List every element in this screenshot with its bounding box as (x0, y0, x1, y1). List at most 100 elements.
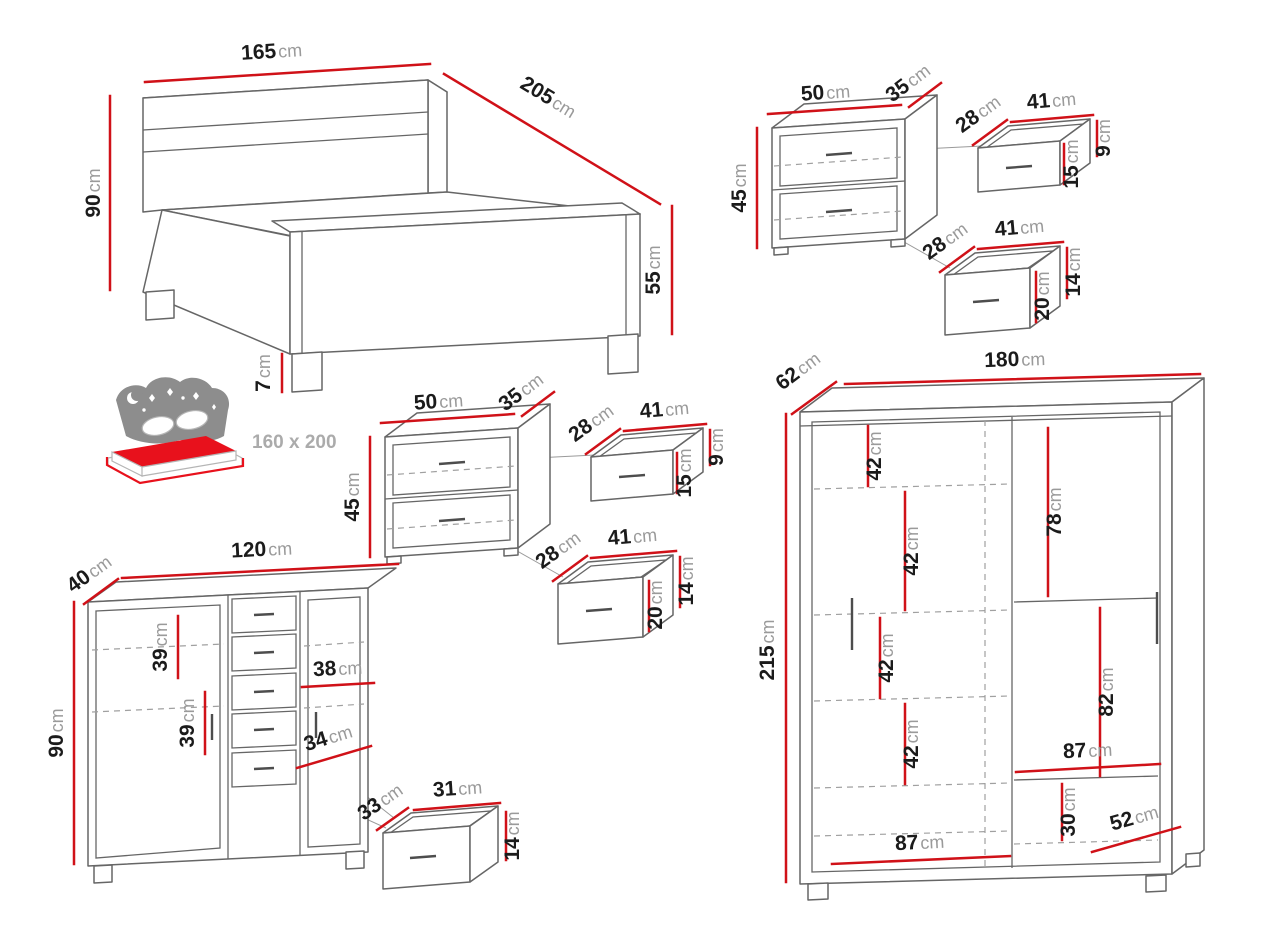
dim-unit: cm (1045, 487, 1065, 511)
drawer-side-face (1029, 245, 1061, 329)
chest-lower-gap-label: 39cm (176, 698, 199, 747)
dim-value: 120 (231, 538, 267, 563)
chest-depth-dim-line (82, 577, 120, 606)
dim-unit: cm (865, 431, 885, 455)
bed-length-dim-line (442, 72, 662, 206)
wardrobe-foot (1185, 852, 1201, 868)
bed-footboard-panel-lines (301, 215, 627, 353)
dim-unit: cm (1097, 667, 1117, 691)
dim-unit: cm (1051, 89, 1077, 111)
dim-value: 42 (900, 552, 923, 575)
chest-foot (93, 864, 113, 884)
nightstand-drawer-front-1 (779, 127, 898, 187)
wardrobe-dimensions: 62cm 180cm 215cm 42cm 78cm 42cm 42cm 82c… (756, 347, 1202, 884)
top-drawer-width-dim-line (1009, 113, 1095, 124)
pillow-icon (175, 409, 209, 431)
dim-unit: cm (338, 658, 363, 679)
wardrobe-foot (807, 882, 829, 901)
wardrobe-height-label: 215cm (756, 619, 779, 680)
nightstand-dimensions: 50cm 35cm 45cm (728, 60, 943, 250)
star-dot (142, 408, 146, 412)
bed-headboard-panel-lines (142, 111, 429, 153)
chest-upper-gap-label: 39cm (149, 622, 172, 671)
dim-unit: cm (902, 719, 922, 743)
bed-headboard-front-face (142, 79, 429, 213)
nightstand-front-face (771, 118, 906, 249)
wardrobe-gap4-label: 42cm (900, 719, 923, 768)
wardrobe-foot (1145, 874, 1167, 893)
nightstand-drawing (771, 94, 983, 269)
door-handle (210, 712, 318, 740)
chest-foot (345, 850, 365, 870)
bed-headboard-leg (145, 289, 175, 321)
nightstand-2 (339, 366, 730, 646)
chest-drawer-depth-dim-line (375, 806, 410, 832)
dim-unit: cm (826, 81, 851, 103)
nightstand-side-face (904, 94, 938, 240)
wardrobe-left-width-label: 87cm (894, 830, 944, 856)
top-drawer-depth-dim-line (971, 118, 1009, 147)
dim-unit: cm (1064, 247, 1084, 271)
dim-value: 215 (756, 645, 779, 680)
dim-value: 31 (432, 777, 457, 802)
bottom-drawer-depth-dim-line (938, 245, 976, 274)
dim-value: 41 (994, 216, 1020, 241)
wardrobe-right-bottom-shelf-dashed (1013, 839, 1159, 845)
dim-unit: cm (1088, 740, 1113, 761)
dim-value: 9 (1092, 145, 1115, 157)
dim-unit: cm (758, 619, 778, 643)
drawer-side-face (1059, 118, 1091, 186)
top-drawer-width-label: 41cm (1026, 87, 1077, 114)
bed-headboard-height-label: 90cm (82, 168, 105, 217)
chest-drawer-width-label: 31cm (432, 775, 483, 801)
bottom-drawer-width-dim-line (976, 240, 1065, 251)
dim-value: 45 (728, 189, 751, 213)
chest-opening-width-dim-line (300, 681, 376, 689)
dim-value: 42 (900, 745, 923, 768)
dim-unit: cm (84, 168, 104, 192)
wardrobe-lower-right-label: 82cm (1095, 667, 1118, 716)
chest-center-dividers (227, 591, 301, 859)
bed-width-dim-line (143, 62, 432, 84)
chest-drawer-front (231, 633, 297, 672)
chest-width-dim-line (120, 562, 400, 580)
bed-footboard-front-face (289, 213, 641, 355)
wardrobe-side-face (1171, 377, 1205, 875)
dim-unit: cm (278, 40, 303, 61)
dim-unit: cm (47, 708, 67, 732)
bed-drawing (142, 79, 641, 393)
dim-unit: cm (1094, 119, 1114, 143)
wardrobe-top-track-line (799, 415, 1173, 427)
star-dot (181, 396, 185, 400)
nightstand-depth-dim-line (907, 81, 943, 109)
dim-value: 165 (240, 40, 277, 65)
chest-drawer-front (231, 710, 297, 749)
wardrobe-gap1-label: 42cm (863, 431, 886, 480)
dim-unit: cm (877, 633, 897, 657)
moon-shadow (131, 389, 143, 401)
bottom-drawer-side-height-label: 14cm (1062, 247, 1085, 296)
bottom-drawer-front-height-label: 20cm (1031, 271, 1054, 320)
bed-left-rail-face (142, 209, 291, 355)
nightstand-foot (890, 238, 906, 248)
dim-value: 78 (1043, 513, 1066, 537)
dim-unit: cm (503, 811, 523, 835)
mattress-size-label: 160 x 200 (252, 432, 337, 453)
top-drawer-front-height-label: 15cm (1060, 139, 1083, 188)
wardrobe-depth-label: 62cm (771, 347, 824, 395)
dim-unit: cm (644, 245, 664, 269)
wardrobe-hanging-label: 78cm (1043, 487, 1066, 536)
bed-dimensions: 165cm 205cm 90cm 55cm 7cm (82, 40, 674, 394)
dim-value: 38 (312, 657, 337, 681)
wardrobe-left-width-dim-line (830, 854, 1012, 866)
drawer-handle (825, 208, 853, 214)
chest-drawer-front (231, 595, 297, 634)
bed-diagram: 165cm 205cm 90cm 55cm 7cm 160 x 200 (82, 40, 674, 485)
bottom-drawer-depth-label: 28cm (918, 217, 971, 265)
chest-height-label: 90cm (45, 708, 68, 757)
night-sky-icon (116, 377, 230, 444)
dim-unit: cm (1062, 139, 1082, 163)
wardrobe-gap3-label: 42cm (875, 633, 898, 682)
